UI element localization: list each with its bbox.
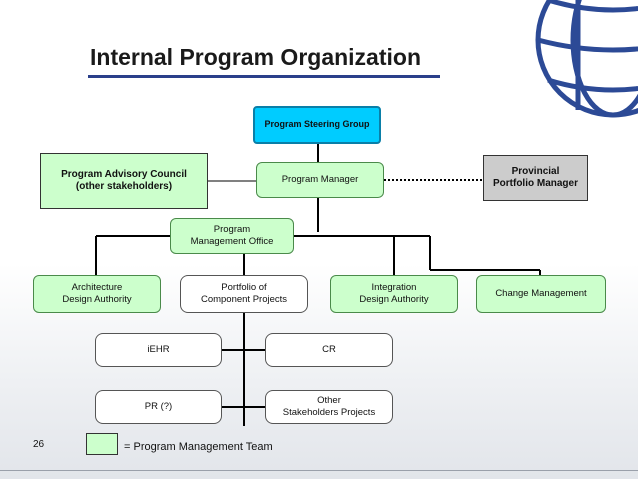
node-provincial-portfolio-manager: Provincial Portfolio Manager bbox=[483, 155, 588, 201]
node-label: Other Stakeholders Projects bbox=[282, 395, 376, 418]
node-label: Integration Design Authority bbox=[359, 282, 429, 305]
node-other-stakeholders-projects: Other Stakeholders Projects bbox=[265, 390, 393, 424]
node-portfolio-of-component-projects: Portfolio of Component Projects bbox=[180, 275, 308, 313]
node-label: Architecture Design Authority bbox=[62, 282, 132, 305]
node-program-steering-group: Program Steering Group bbox=[253, 106, 381, 144]
node-label: Provincial Portfolio Manager bbox=[492, 165, 578, 190]
node-iehr: iEHR bbox=[95, 333, 222, 367]
node-architecture-design-authority: Architecture Design Authority bbox=[33, 275, 161, 313]
node-program-manager: Program Manager bbox=[256, 162, 384, 198]
node-program-advisory-council: Program Advisory Council (other stakehol… bbox=[40, 153, 208, 209]
legend-swatch bbox=[86, 433, 118, 455]
node-label: Change Management bbox=[495, 288, 587, 300]
node-label: iEHR bbox=[147, 344, 170, 356]
node-label: CR bbox=[322, 344, 336, 356]
node-change-management: Change Management bbox=[476, 275, 606, 313]
page-number: 26 bbox=[33, 439, 45, 450]
node-label: Portfolio of Component Projects bbox=[200, 282, 288, 305]
node-label: Program Advisory Council (other stakehol… bbox=[61, 168, 187, 193]
footer-divider bbox=[0, 470, 638, 471]
node-label: Program Steering Group bbox=[264, 119, 370, 130]
legend-text: = Program Management Team bbox=[124, 441, 273, 453]
node-program-management-office: Program Management Office bbox=[170, 218, 294, 254]
node-pr: PR (?) bbox=[95, 390, 222, 424]
node-label: Program Manager bbox=[281, 174, 359, 186]
page-title: Internal Program Organization bbox=[90, 44, 421, 70]
node-cr: CR bbox=[265, 333, 393, 367]
node-integration-design-authority: Integration Design Authority bbox=[330, 275, 458, 313]
node-label: PR (?) bbox=[144, 401, 173, 413]
globe-icon bbox=[535, 0, 638, 118]
node-label: Program Management Office bbox=[190, 224, 274, 247]
title-underline bbox=[88, 75, 440, 78]
